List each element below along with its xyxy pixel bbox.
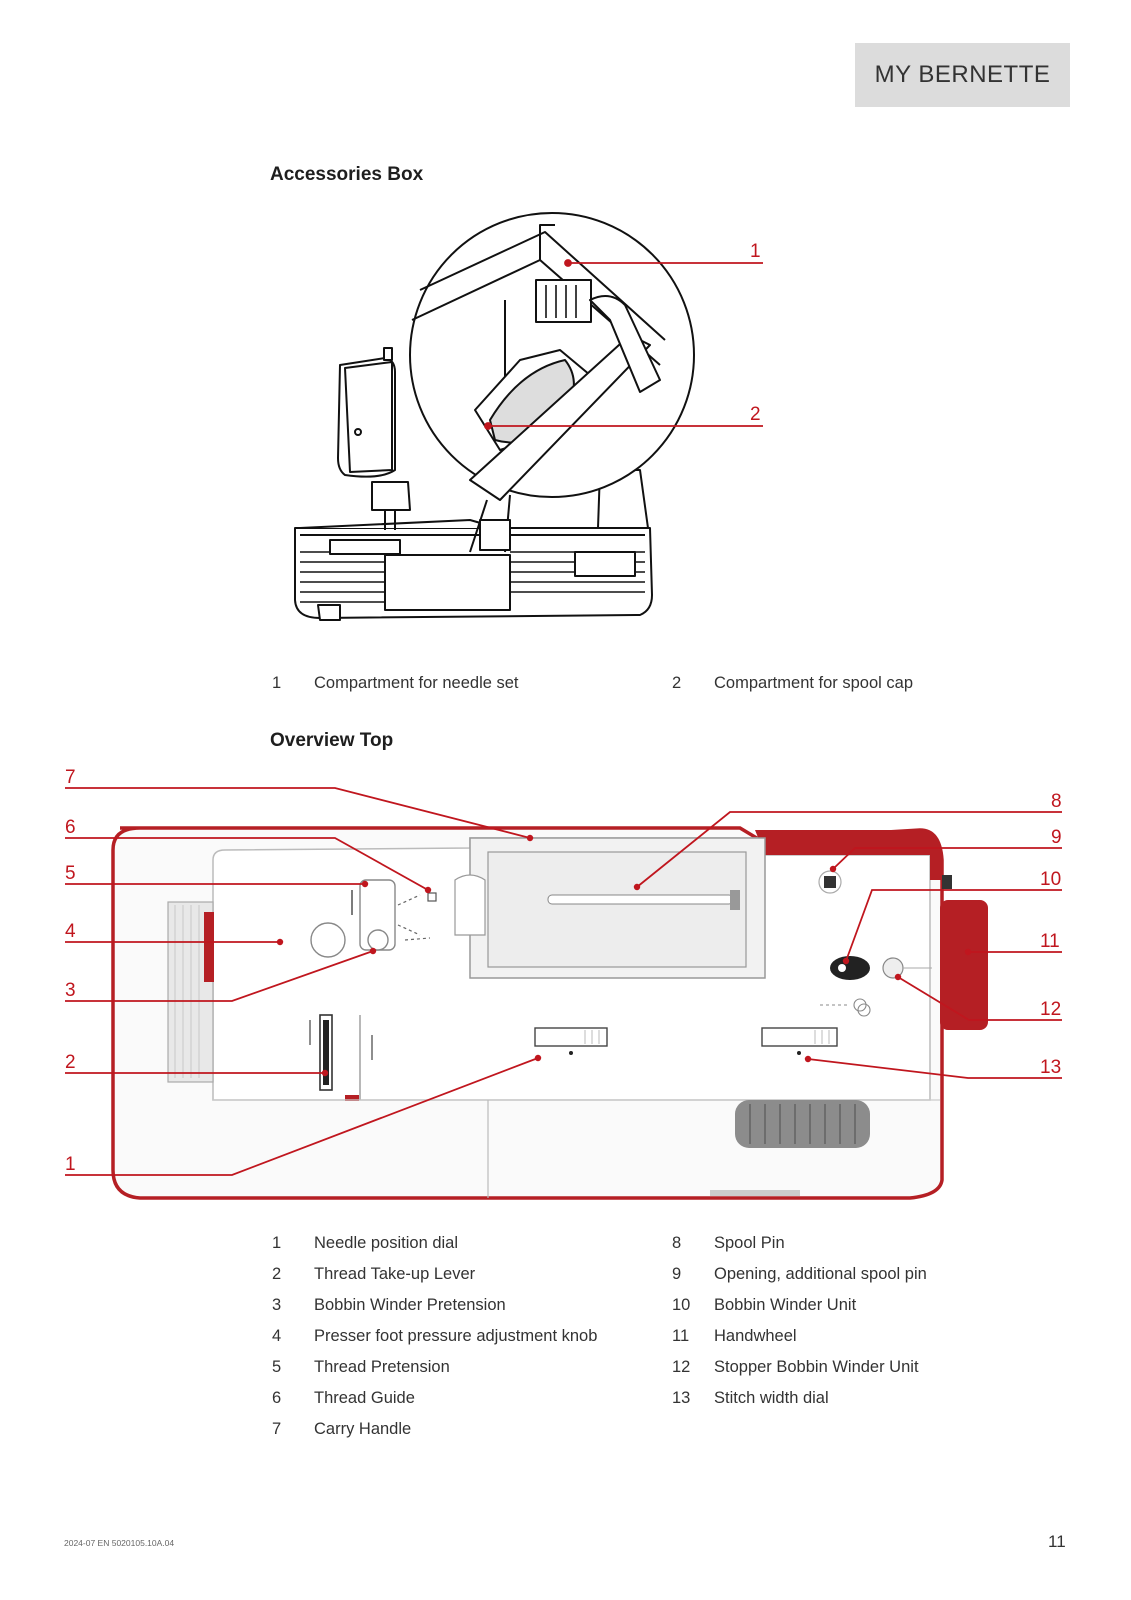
legend-number: 2	[672, 674, 682, 692]
overview-callout-5: 5	[65, 863, 76, 884]
overview-callout-10: 10	[1040, 869, 1061, 890]
legend-text: Bobbin Winder Unit	[714, 1296, 857, 1314]
legend-text: Thread Take-up Lever	[314, 1265, 476, 1283]
legend-number: 6	[272, 1389, 282, 1407]
overview-callout-9: 9	[1051, 827, 1062, 848]
accessories-callout-1: 1	[750, 241, 761, 262]
overview-callout-2: 2	[65, 1052, 76, 1073]
accessories-box-title: Accessories Box	[270, 164, 424, 185]
legend-number: 13	[672, 1389, 691, 1407]
legend-text: Spool Pin	[714, 1234, 785, 1252]
legend-text: Stitch width dial	[714, 1389, 829, 1407]
legend-number: 5	[272, 1358, 282, 1376]
legend-text: Thread Guide	[314, 1389, 415, 1407]
overview-callout-13: 13	[1040, 1057, 1061, 1078]
overview-callout-8: 8	[1051, 791, 1062, 812]
legend-number: 10	[672, 1296, 691, 1314]
legend-number: 1	[272, 1234, 282, 1252]
legend-text: Bobbin Winder Pretension	[314, 1296, 506, 1314]
legend-number: 8	[672, 1234, 682, 1252]
legend-text: Compartment for spool cap	[714, 674, 914, 692]
footer-document-code: 2024-07 EN 5020105.10A.04	[64, 1538, 175, 1548]
legend-text: Carry Handle	[314, 1420, 412, 1438]
overview-callout-3: 3	[65, 980, 76, 1001]
legend-text: Handwheel	[714, 1327, 797, 1345]
legend-number: 3	[272, 1296, 282, 1314]
overview-top-title: Overview Top	[270, 730, 394, 751]
overview-callout-11: 11	[1040, 931, 1060, 952]
overview-callout-6: 6	[65, 817, 76, 838]
legend-text: Needle position dial	[314, 1234, 459, 1252]
legend-text: Compartment for needle set	[314, 674, 519, 692]
legend-text: Presser foot pressure adjustment knob	[314, 1327, 598, 1345]
legend-text: Thread Pretension	[314, 1358, 450, 1376]
legend-text: Stopper Bobbin Winder Unit	[714, 1358, 919, 1376]
page-number: 11	[1048, 1532, 1066, 1551]
overview-callout-7: 7	[65, 767, 76, 788]
legend-number: 7	[272, 1420, 282, 1438]
overview-callout-4: 4	[65, 921, 76, 942]
accessories-callout-2: 2	[750, 404, 761, 425]
legend-number: 9	[672, 1265, 682, 1283]
legend-number: 4	[272, 1327, 282, 1345]
legend-number: 12	[672, 1358, 691, 1376]
legend-text: Opening, additional spool pin	[714, 1265, 927, 1283]
overview-callout-1: 1	[65, 1154, 76, 1175]
legend-number: 2	[272, 1265, 282, 1283]
overview-callout-12: 12	[1040, 999, 1061, 1020]
legend-number: 11	[672, 1327, 690, 1345]
legend-number: 1	[272, 674, 282, 692]
page-header-tab: MY BERNETTE	[855, 43, 1070, 107]
